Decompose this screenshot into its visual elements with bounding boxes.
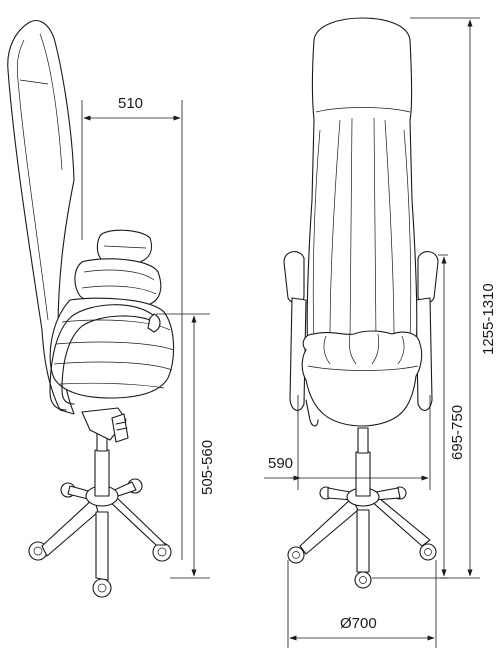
- side-seat-cushion: [49, 258, 175, 399]
- dim-seat-width: 590: [264, 395, 431, 490]
- front-gas-lift: [355, 427, 371, 497]
- dim-total-height: 1255-1310: [372, 17, 497, 579]
- label-armrest-height: 695-750: [449, 405, 466, 460]
- side-armrest: [49, 304, 161, 411]
- label-total-height: 1255-1310: [480, 283, 497, 355]
- dim-seat-depth: 510: [81, 95, 183, 560]
- dim-base-diameter: Ø700: [287, 560, 437, 648]
- front-seat: [301, 330, 423, 427]
- dim-armrest-height: 695-750: [438, 254, 466, 579]
- front-wheels: [287, 486, 437, 589]
- label-seat-height: 505-560: [199, 440, 216, 495]
- label-seat-depth: 510: [118, 95, 143, 112]
- front-backrest: [306, 17, 418, 351]
- side-mechanism: [81, 407, 129, 443]
- front-view-chair: [283, 17, 439, 589]
- side-star-base: [41, 481, 167, 581]
- side-view-chair: [7, 20, 175, 598]
- label-seat-width: 590: [268, 455, 293, 472]
- dim-seat-height: 505-560: [156, 313, 216, 579]
- front-star-base: [299, 487, 431, 573]
- front-armrests: [283, 251, 439, 427]
- label-base-diameter: Ø700: [340, 615, 377, 632]
- side-headrest-pad: [96, 229, 153, 263]
